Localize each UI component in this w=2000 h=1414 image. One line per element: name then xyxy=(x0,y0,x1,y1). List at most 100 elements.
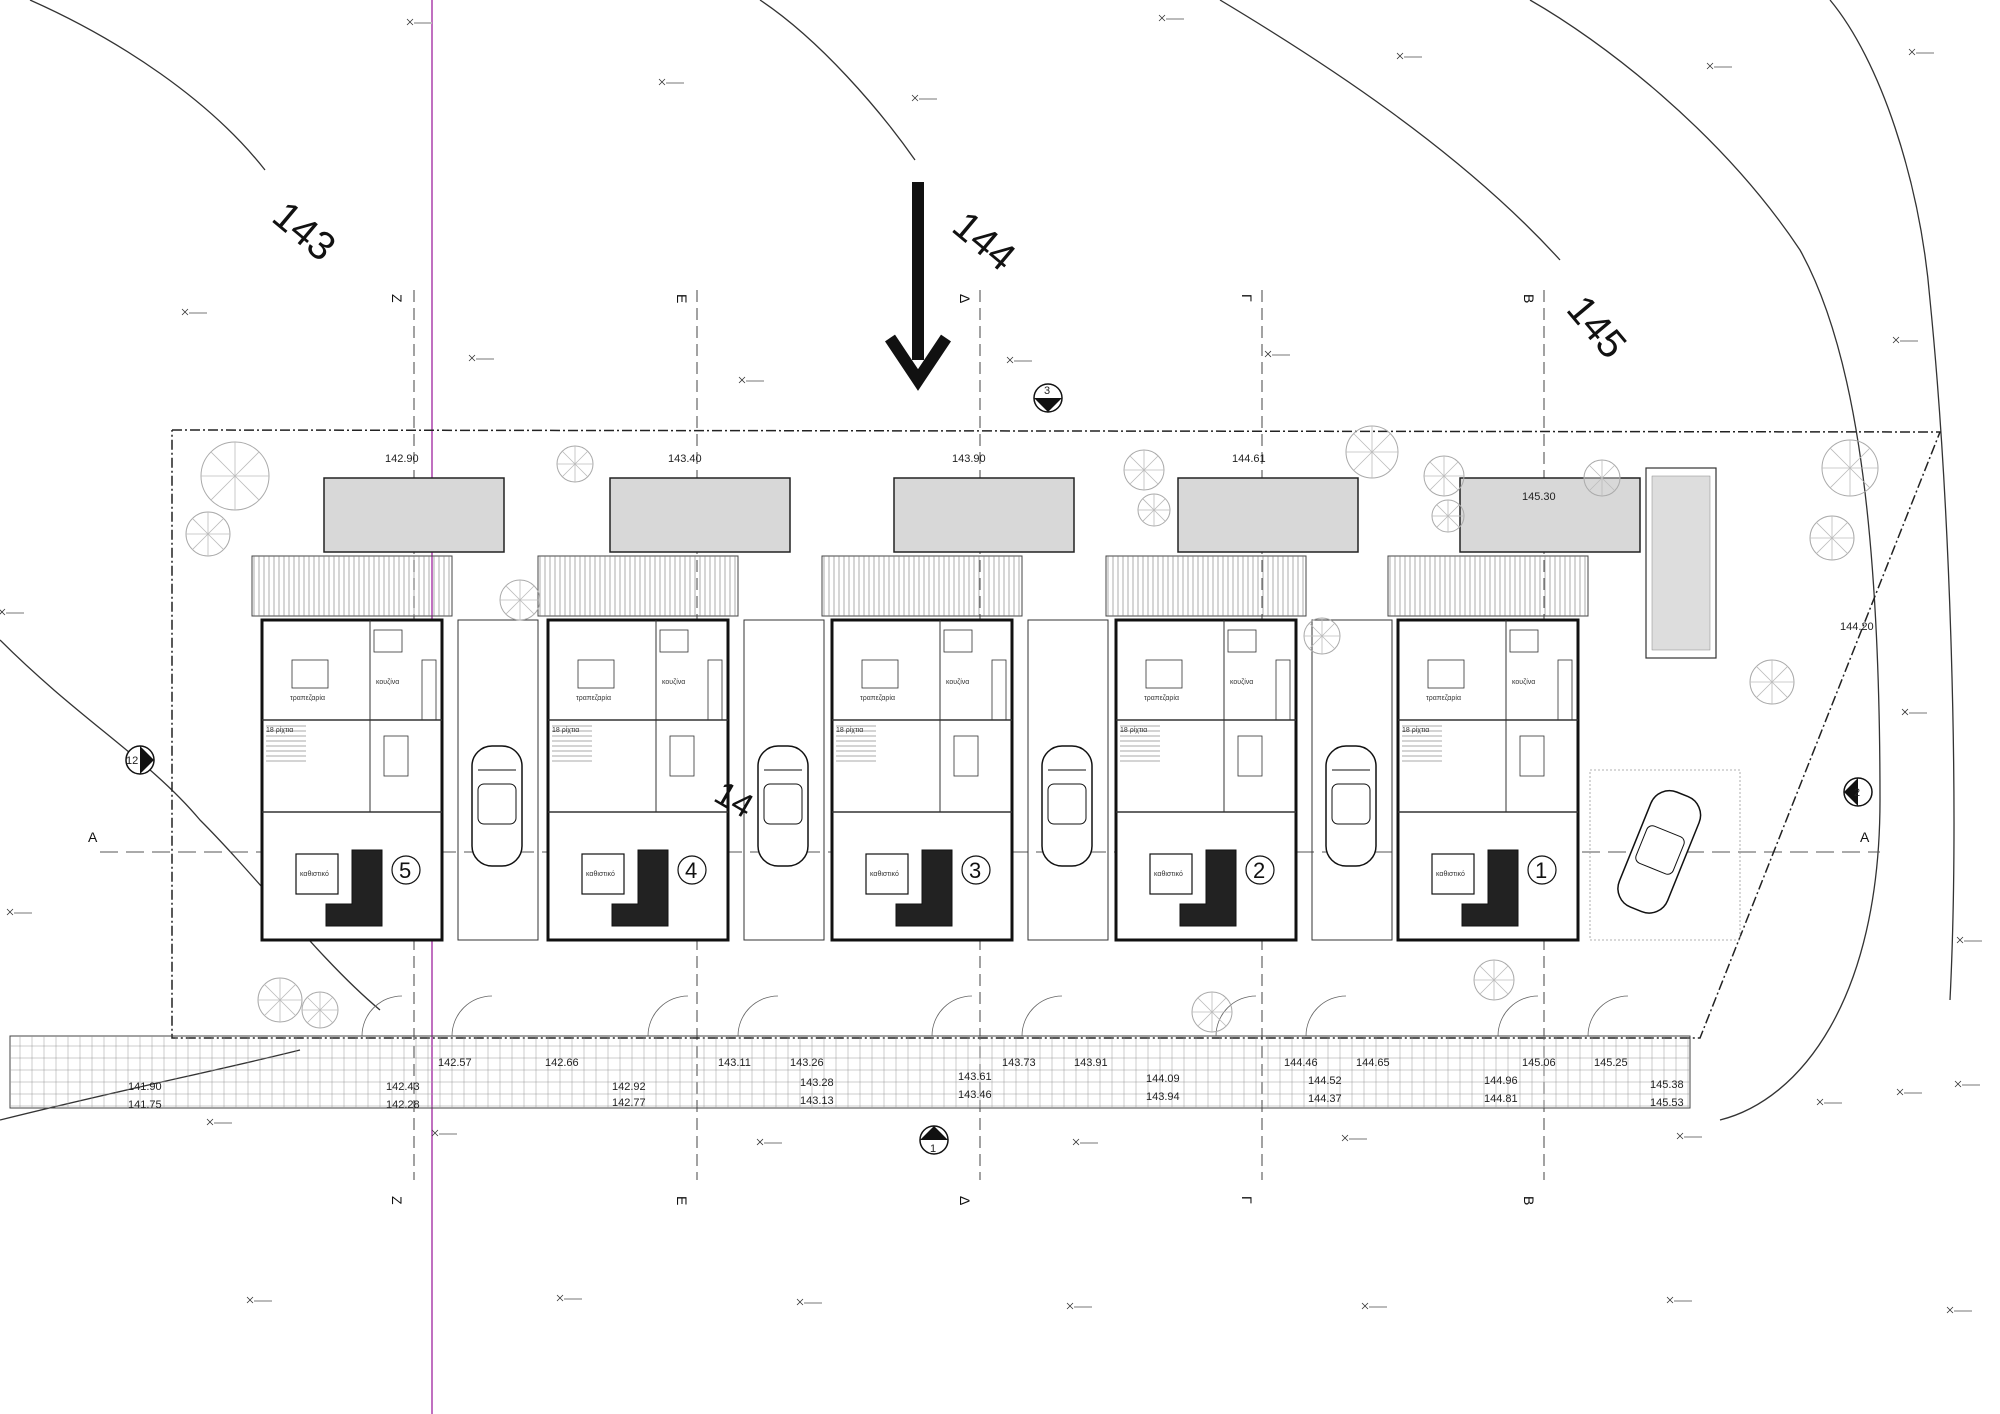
unit-number-circle xyxy=(961,855,991,885)
svg-text:144.46: 144.46 xyxy=(1284,1057,1318,1069)
section-marker-east: 2 xyxy=(1843,777,1873,807)
section-marker-west: 12 xyxy=(125,745,155,775)
pool xyxy=(323,477,505,553)
svg-text:142.43: 142.43 xyxy=(386,1081,420,1093)
room-label-living: καθιστικό xyxy=(300,870,329,878)
grid-axis-labels-bottom: Ζ Ε Δ Γ Β xyxy=(389,1196,1537,1205)
room-label-stair: 18 ρίχτια xyxy=(266,726,293,734)
sofa xyxy=(1461,849,1519,927)
pergola xyxy=(821,555,1023,617)
sofa xyxy=(1179,849,1237,927)
axis-label-top-4: Γ xyxy=(1239,294,1255,302)
svg-text:143.73: 143.73 xyxy=(1002,1057,1036,1069)
room-label-kitchen: κουζίνα xyxy=(662,678,685,686)
room-label-kitchen: κουζίνα xyxy=(1512,678,1535,686)
svg-text:143.28: 143.28 xyxy=(800,1077,834,1089)
svg-text:143.40: 143.40 xyxy=(668,453,702,465)
room-label-stair: 18 ρίχτια xyxy=(1402,726,1429,734)
svg-text:144.65: 144.65 xyxy=(1356,1057,1390,1069)
axis-label-bottom-2: Ε xyxy=(674,1196,690,1205)
svg-text:143.91: 143.91 xyxy=(1074,1057,1108,1069)
svg-text:145.38: 145.38 xyxy=(1650,1079,1684,1091)
car xyxy=(1325,745,1377,867)
svg-text:145.25: 145.25 xyxy=(1594,1057,1628,1069)
room-label-stair: 18 ρίχτια xyxy=(1120,726,1147,734)
svg-text:142.92: 142.92 xyxy=(612,1081,646,1093)
svg-text:3: 3 xyxy=(1044,385,1050,397)
svg-text:143.11: 143.11 xyxy=(718,1057,751,1069)
svg-text:141.75: 141.75 xyxy=(128,1099,162,1111)
room-label-dining: τραπεζαρία xyxy=(290,694,325,702)
pool xyxy=(609,477,791,553)
contour-line-low xyxy=(0,639,381,1011)
svg-text:143.61: 143.61 xyxy=(958,1071,992,1083)
unit-number: 5 xyxy=(399,858,411,883)
svg-text:144.96: 144.96 xyxy=(1484,1075,1518,1087)
svg-text:142.57: 142.57 xyxy=(438,1057,472,1069)
room-label-kitchen: κουζίνα xyxy=(376,678,399,686)
landscape-trees xyxy=(185,425,1879,1033)
room-label-stair: 18 ρίχτια xyxy=(552,726,579,734)
axis-label-bottom-1: Ζ xyxy=(389,1196,405,1205)
svg-text:144.52: 144.52 xyxy=(1308,1075,1342,1087)
pool xyxy=(1459,477,1641,553)
svg-text:144.20: 144.20 xyxy=(1840,621,1874,633)
sofa xyxy=(895,849,953,927)
axis-label-top-5: Β xyxy=(1521,294,1537,303)
driveway-east xyxy=(1589,467,1741,941)
pergola xyxy=(537,555,739,617)
grid-axis-labels-top: Ζ Ε Δ Γ Β xyxy=(389,294,1537,303)
pergola xyxy=(1105,555,1307,617)
room-label-dining: τραπεζαρία xyxy=(1426,694,1461,702)
room-label-dining: τραπεζαρία xyxy=(576,694,611,702)
grid-axes xyxy=(413,290,1545,1180)
room-label-kitchen: κουζίνα xyxy=(1230,678,1253,686)
car xyxy=(471,745,523,867)
room-label-living: καθιστικό xyxy=(1436,870,1465,878)
pool xyxy=(1177,477,1359,553)
svg-text:143.94: 143.94 xyxy=(1146,1091,1180,1103)
section-marker-north: 3 xyxy=(1033,383,1063,413)
room-label-kitchen: κουζίνα xyxy=(946,678,969,686)
svg-text:142.28: 142.28 xyxy=(386,1099,420,1111)
sofa xyxy=(325,849,383,927)
section-letter-left: A xyxy=(88,829,98,845)
room-label-living: καθιστικό xyxy=(1154,870,1183,878)
room-label-living: καθιστικό xyxy=(870,870,899,878)
svg-text:1: 1 xyxy=(930,1143,936,1155)
svg-text:2: 2 xyxy=(1854,787,1860,799)
sofa xyxy=(611,849,669,927)
unit-number: 4 xyxy=(685,858,697,883)
svg-text:142.77: 142.77 xyxy=(612,1097,646,1109)
townhouse-units: κουζίνα τραπεζαρία 18 ρίχτια καθιστικό 5 κουζ… xyxy=(251,477,1641,1037)
svg-text:12: 12 xyxy=(126,755,138,767)
spot-elevations-top: 142.90 143.40 143.90 144.61 145.30 144.2… xyxy=(385,453,1874,633)
contour-line-147 xyxy=(1829,0,1955,1001)
svg-text:143.13: 143.13 xyxy=(800,1095,834,1107)
svg-text:141.90: 141.90 xyxy=(128,1081,162,1093)
section-marker-south: 1 xyxy=(919,1125,949,1155)
car xyxy=(757,745,809,867)
north-arrow xyxy=(885,182,951,391)
axis-label-top-2: Ε xyxy=(674,294,690,303)
unit-number-circle xyxy=(1527,855,1557,885)
svg-text:145.30: 145.30 xyxy=(1522,491,1556,503)
road-elevations-row-2: 141.90 142.43 142.92 143.28 143.61 144.0… xyxy=(128,1071,1684,1093)
axis-label-bottom-4: Γ xyxy=(1239,1196,1255,1204)
svg-text:145.53: 145.53 xyxy=(1650,1097,1684,1109)
svg-text:144.61: 144.61 xyxy=(1232,453,1266,465)
unit-number-circle xyxy=(677,855,707,885)
contour-label-145: 145 xyxy=(1558,288,1635,367)
svg-text:142.90: 142.90 xyxy=(385,453,419,465)
axis-label-top-1: Ζ xyxy=(389,294,405,303)
unit-number-circle xyxy=(1245,855,1275,885)
axis-label-bottom-5: Β xyxy=(1521,1196,1537,1205)
axis-label-bottom-3: Δ xyxy=(957,1196,973,1205)
pergola xyxy=(1387,555,1589,617)
contour-label-143: 143 xyxy=(264,193,343,270)
unit-number-circle xyxy=(391,855,421,885)
contour-label-144: 144 xyxy=(944,203,1023,280)
survey-points xyxy=(0,14,1982,1314)
svg-text:144.81: 144.81 xyxy=(1484,1093,1518,1105)
